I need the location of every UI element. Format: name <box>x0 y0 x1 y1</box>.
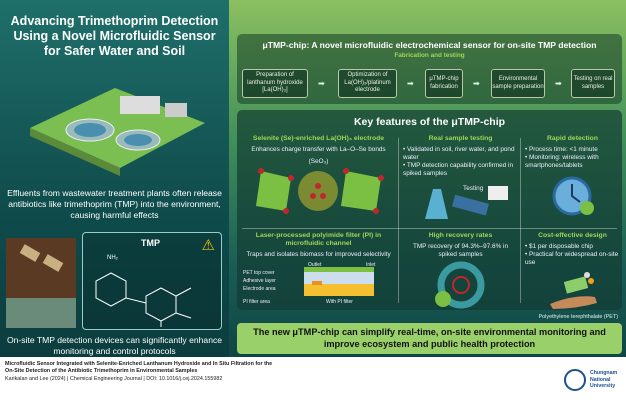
target-check-icon <box>435 261 485 309</box>
crystal-structure-illustration <box>256 168 384 214</box>
feature-pi-filter: Laser-processed polyimide filter (PI) in… <box>241 232 396 306</box>
feature-title: Laser-processed polyimide filter (PI) in… <box>255 232 382 247</box>
left-text-effluents: Effluents from wastewater treatment plan… <box>7 188 222 220</box>
feature-item: Monitoring: wireless with smartphones/ta… <box>525 154 620 170</box>
pet-label: PET top cover <box>243 270 275 276</box>
pipe-discharge-illustration <box>6 238 76 328</box>
nh2-label: NH₂ <box>107 255 118 261</box>
warning-icon: ⚠ <box>201 237 215 254</box>
feature-item: TMP detection capability confirmed in sp… <box>403 162 518 178</box>
features-section: Key features of the μTMP-chip Selenite (… <box>237 110 622 310</box>
left-panel: Advancing Trimethoprim Detection Using a… <box>0 0 229 357</box>
feature-title: Selenite (Se)-enriched La(OH)₃ electrode <box>252 135 385 142</box>
section-title: μTMP-chip: A novel microfluidic electroc… <box>262 40 597 50</box>
feature-item: Validated in soil, river water, and pond… <box>403 146 518 162</box>
seo3-label: (SeO₃) <box>308 158 329 165</box>
feature-title: Cost-effective design <box>538 232 607 239</box>
university-logo <box>564 369 586 391</box>
feature-rapid: Rapid detection Process time: <1 minuteM… <box>525 135 620 219</box>
feature-real-sample: Real sample testing Validated in soil, r… <box>403 135 518 227</box>
step-5: Testing on real samples <box>571 69 615 98</box>
electrode-label: Electrode area <box>243 286 276 292</box>
university-name: Chungnam National University <box>590 370 618 389</box>
clock-check-icon <box>552 176 594 216</box>
feature-se-electrode: Selenite (Se)-enriched La(OH)₃ electrode… <box>241 135 396 219</box>
arrow-icon: ➡ <box>555 79 562 88</box>
tmp-structure-card: TMP ⚠ NH₂ <box>82 232 222 330</box>
feature-title: High recovery rates <box>428 232 493 239</box>
feature-title: Rapid detection <box>547 135 598 142</box>
feature-item: Process time: <1 minute <box>525 146 620 154</box>
money-hand-icon <box>550 272 597 309</box>
arrow-icon: ➡ <box>318 79 325 88</box>
adhesive-label: Adhesive layer <box>243 278 276 284</box>
feature-text: Traps and isolates biomass for improved … <box>246 251 391 258</box>
arrow-icon: ➡ <box>473 79 480 88</box>
tmp-label: TMP <box>141 238 160 248</box>
outlet-label: Outlet <box>308 262 322 268</box>
pi-filter-label: PI filter area <box>243 299 270 305</box>
step-1: Preparation of lanthanum hydroxide [La(O… <box>242 69 308 98</box>
left-text-onsite: On-site TMP detection devices can signif… <box>6 335 223 356</box>
step-2: Optimization of La(OH)₃/platinum electro… <box>338 69 397 98</box>
footer: Microfluidic Sensor Integrated with Sele… <box>5 361 272 383</box>
wastewater-plant-illustration <box>30 88 205 176</box>
testing-label: Testing <box>463 185 484 192</box>
step-4: Environmental sample preparation <box>491 69 545 98</box>
tmp-molecule-icon <box>95 272 192 327</box>
feature-title: Real sample testing <box>428 135 493 142</box>
feature-item: Practical for widespread on-site use <box>525 251 620 267</box>
feature-item: $1 per disposable chip <box>525 243 620 251</box>
left-title: Advancing Trimethoprim Detection Using a… <box>10 14 219 58</box>
feature-text: TMP recovery of 94.3%–97.6% in spiked sa… <box>412 243 509 258</box>
section-subtitle: Fabrication and testing <box>394 52 465 59</box>
paper-title-line2: On-Site Detection of the Antibiotic Trim… <box>5 368 198 374</box>
conclusion-banner: The new μTMP-chip can simplify real-time… <box>237 323 622 354</box>
paper-title-line1: Microfluidic Sensor Integrated with Sele… <box>5 361 273 367</box>
feature-recovery: High recovery rates TMP recovery of 94.3… <box>403 232 518 312</box>
chip-cross-section-illustration <box>304 267 374 296</box>
arrow-icon: ➡ <box>407 79 414 88</box>
citation: Karikalan and Lee (2024) | Chemical Engi… <box>5 376 223 382</box>
inlet-label: Inlet <box>366 262 376 268</box>
with-pi-filter-label: With PI filter <box>326 299 353 305</box>
feature-text: Enhances charge transfer with La–O–Se bo… <box>251 146 386 153</box>
fabrication-section: μTMP-chip: A novel microfluidic electroc… <box>237 34 622 104</box>
sample-testing-illustration <box>425 186 508 219</box>
pet-note: Polyethylene terephthalate (PET) <box>538 314 618 320</box>
features-title: Key features of the μTMP-chip <box>353 116 506 128</box>
step-3: μTMP-chip fabrication <box>425 69 463 98</box>
feature-cost: Cost-effective design $1 per disposable … <box>525 232 620 312</box>
